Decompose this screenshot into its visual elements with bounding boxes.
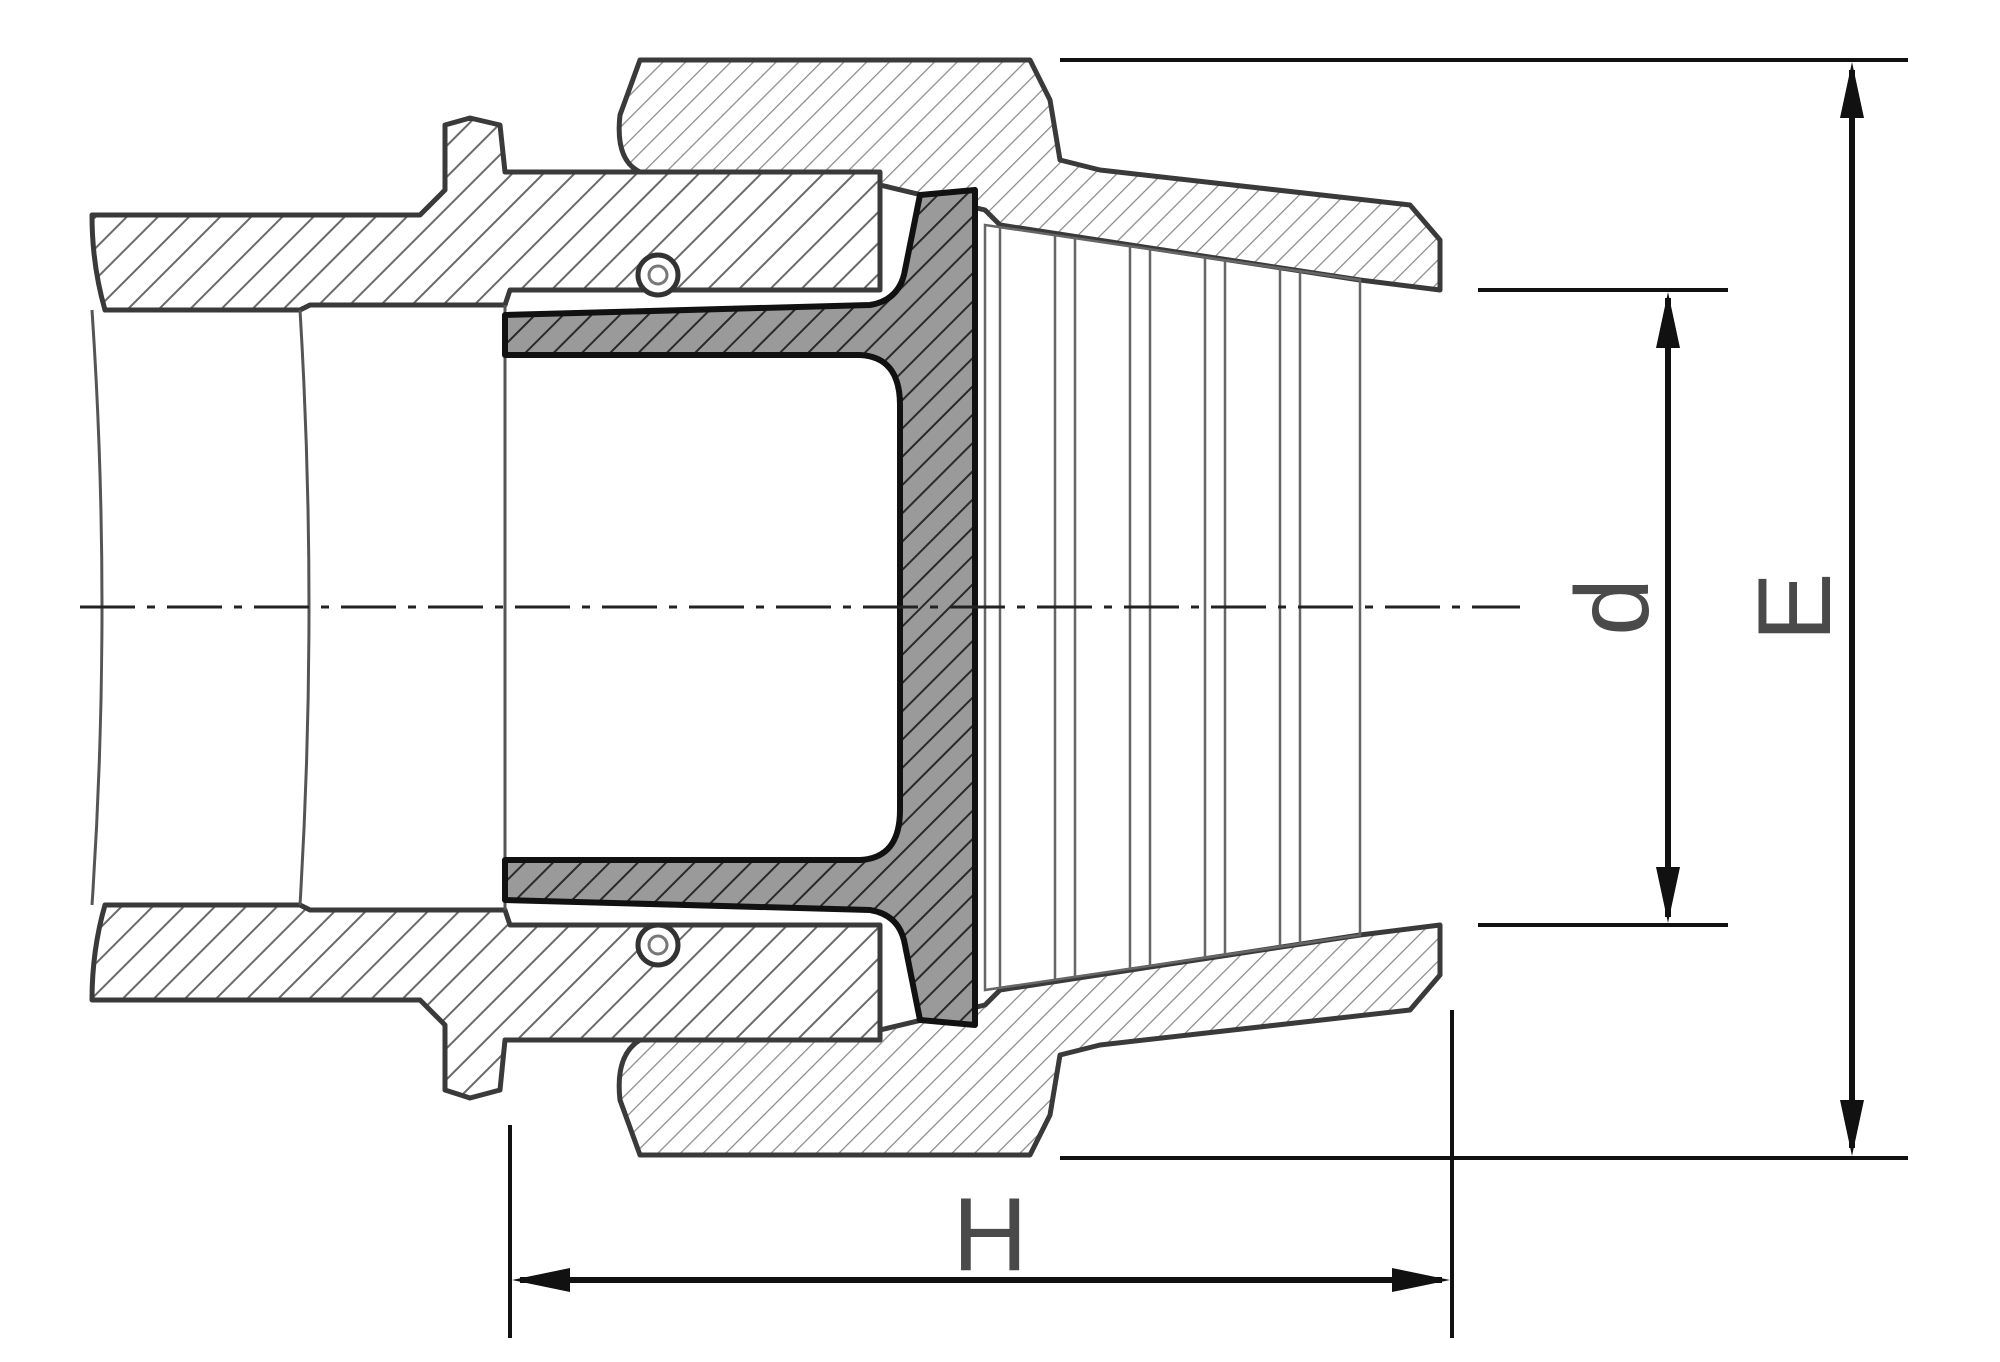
seal-gasket xyxy=(502,187,978,1028)
dimension-h-label: H xyxy=(952,1177,1027,1293)
dimension-e-label: E xyxy=(1737,572,1853,641)
dimension-h: H xyxy=(508,1010,1454,1338)
dimension-e: E xyxy=(1060,58,1908,1160)
o-ring-top xyxy=(635,252,681,298)
dimension-d-label: d xyxy=(1555,578,1671,636)
dimension-d: d xyxy=(1478,288,1728,927)
o-ring-bottom xyxy=(635,922,681,968)
